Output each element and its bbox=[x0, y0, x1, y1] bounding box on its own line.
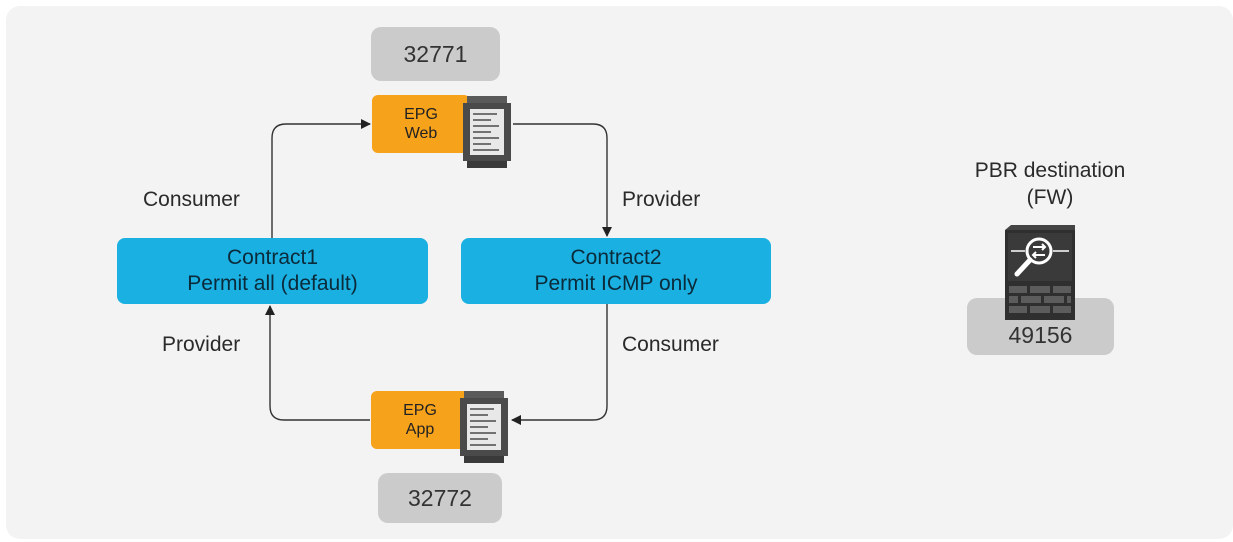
epg-app-line1: EPG bbox=[403, 402, 437, 419]
label-app-provider: Provider bbox=[162, 333, 241, 356]
contract2-rule: Permit ICMP only bbox=[534, 272, 698, 295]
label-web-provider: Provider bbox=[622, 188, 701, 211]
label-web-consumer: Consumer bbox=[143, 188, 240, 211]
epg-web-pctag: 32771 bbox=[371, 27, 500, 81]
contract2-name: Contract2 bbox=[570, 246, 662, 269]
epg-app-box: EPG App bbox=[371, 391, 469, 449]
server-icon bbox=[460, 391, 508, 463]
pbr-pctag: 49156 bbox=[967, 298, 1114, 355]
contract2-box: Contract2 Permit ICMP only bbox=[461, 238, 771, 304]
epg-web-box: EPG Web bbox=[372, 95, 470, 153]
arrow-web-to-contract2 bbox=[513, 123, 612, 237]
contract1-name: Contract1 bbox=[226, 246, 319, 269]
label-app-consumer: Consumer bbox=[622, 333, 719, 356]
arrow-contract1-to-web bbox=[271, 119, 371, 238]
server-icon bbox=[463, 96, 511, 168]
contract1-box: Contract1 Permit all (default) bbox=[117, 238, 428, 304]
contract1-rule: Permit all (default) bbox=[187, 272, 358, 295]
arrow-contract2-to-app bbox=[511, 304, 608, 425]
epg-app-pctag: 32772 bbox=[378, 473, 502, 523]
epg-app-line2: App bbox=[405, 421, 435, 438]
epg-web-line2: Web bbox=[404, 125, 438, 142]
pbr-title: PBR destination (FW) bbox=[930, 157, 1170, 211]
firewall-icon bbox=[1005, 225, 1075, 320]
epg-web-line1: EPG bbox=[404, 106, 438, 123]
pbr-title-line2: (FW) bbox=[1026, 186, 1074, 209]
arrow-app-to-contract1 bbox=[265, 305, 370, 421]
pbr-title-line1: PBR destination bbox=[974, 159, 1126, 182]
